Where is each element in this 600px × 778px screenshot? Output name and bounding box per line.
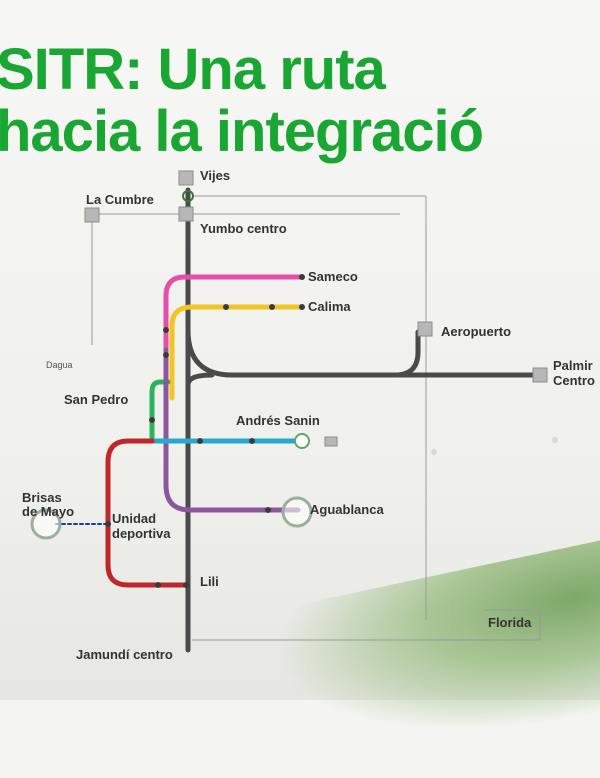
label-brisas-line-2: de Mayo: [22, 504, 74, 519]
label-yumbo-centro: Yumbo centro: [200, 221, 287, 236]
label-calima: Calima: [308, 299, 351, 314]
stop-dot: [163, 327, 169, 333]
label-brisas-line-1: Brisas: [22, 490, 62, 505]
label-florida: Florida: [488, 615, 532, 630]
route-sameco-pink: [163, 274, 305, 358]
station-square-la-cumbre[interactable]: [84, 207, 100, 223]
label-san-pedro: San Pedro: [64, 392, 128, 407]
label-aguablanca: Aguablanca: [310, 502, 384, 517]
station-square-aeropuerto[interactable]: [417, 321, 433, 337]
label-la-cumbre: La Cumbre: [86, 192, 154, 207]
stop-dot: [265, 507, 271, 513]
stop-dots: [105, 274, 305, 588]
label-lili: Lili: [200, 574, 219, 589]
aeropuerto-branch: [229, 329, 421, 378]
station-ring-brisas[interactable]: [30, 508, 62, 540]
thin-connectors: [91, 195, 541, 641]
palmira-branch-lower-join: [185, 372, 215, 388]
label-sameco: Sameco: [308, 269, 358, 284]
label-dagua: Dagua: [46, 360, 73, 370]
route-map: Vijes La Cumbre Yumbo centro Sameco Cali…: [22, 168, 595, 662]
station-ring-vijes[interactable]: [182, 190, 194, 202]
station-markers: [30, 170, 558, 540]
stop-dot: [155, 582, 161, 588]
trunk-lines: [185, 187, 538, 653]
route-aguablanca-purple: [163, 347, 301, 513]
station-ring-aguablanca[interactable]: [281, 496, 313, 528]
stop-dot: [223, 304, 229, 310]
label-palmira-line-2: Centro: [553, 373, 595, 388]
station-square-yumbo[interactable]: [178, 206, 194, 222]
colored-routes: [55, 274, 305, 588]
label-unidad-line-2: deportiva: [112, 526, 171, 541]
label-palmira-line-1: Palmir: [553, 358, 593, 373]
stop-dot: [105, 521, 111, 527]
station-square-palmira[interactable]: [532, 367, 548, 383]
stop-dot: [299, 304, 305, 310]
stop-dot: [163, 352, 169, 358]
label-aeropuerto: Aeropuerto: [441, 324, 511, 339]
station-square-andres-sanin[interactable]: [324, 436, 338, 447]
station-square-vijes[interactable]: [178, 170, 194, 186]
headline-line-2: hacia la integració: [0, 99, 484, 164]
route-san-pedro-green: [149, 379, 171, 444]
route-calima-yellow: [169, 304, 305, 401]
stop-dot: [249, 438, 255, 444]
stop-dot: [197, 438, 203, 444]
label-jamundi-centro: Jamundí centro: [76, 647, 173, 662]
station-labels: Vijes La Cumbre Yumbo centro Sameco Cali…: [22, 168, 595, 662]
stop-dot: [183, 582, 189, 588]
stop-dot: [149, 417, 155, 423]
faint-marker: [552, 437, 558, 443]
label-vijes: Vijes: [200, 168, 230, 183]
label-unidad-line-1: Unidad: [112, 511, 156, 526]
headline-line-1: SITR: Una ruta: [0, 40, 386, 102]
faint-marker: [431, 449, 437, 455]
route-lili-red: [105, 438, 189, 588]
stop-dot: [299, 274, 305, 280]
headline: SITR: Una ruta hacia la integració: [0, 40, 600, 164]
stop-dot: [269, 304, 275, 310]
station-ring-andres-sanin[interactable]: [294, 433, 310, 449]
label-andres-sanin: Andrés Sanin: [236, 413, 320, 428]
